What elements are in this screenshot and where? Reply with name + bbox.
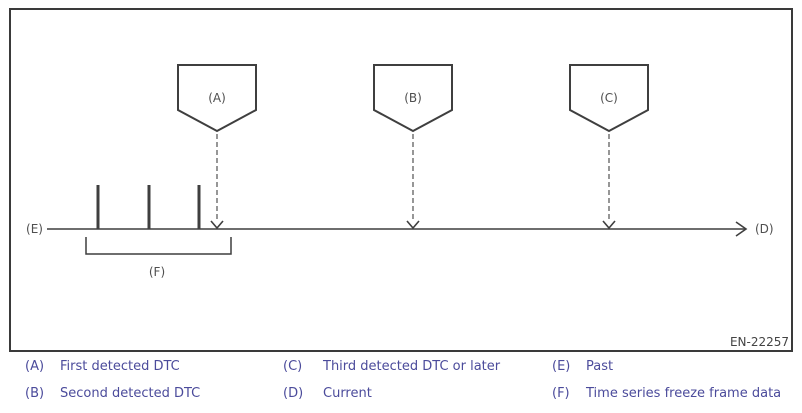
legend-text-b: Second detected DTC — [60, 386, 201, 401]
dtc-marker-c-shape — [569, 64, 649, 133]
legend-item-b: (B) Second detected DTC — [25, 386, 200, 402]
dtc-marker-b-shape — [373, 64, 453, 133]
legend-text-a: First detected DTC — [60, 359, 180, 374]
legend-key-a: (A) — [25, 359, 45, 374]
legend-item-d: (D) Current — [283, 386, 372, 402]
current-label: (D) — [755, 222, 774, 236]
dtc-marker-b-label: (B) — [404, 91, 422, 105]
arrowhead-b — [406, 220, 420, 230]
legend-text-e: Past — [586, 359, 614, 374]
bracket-label: (F) — [149, 265, 165, 279]
dtc-marker-a-shape — [177, 64, 257, 133]
legend-key-c: (C) — [283, 359, 303, 374]
legend-item-f: (F) Time series freeze frame data — [552, 386, 781, 402]
legend-item-e: (E) Past — [552, 359, 613, 375]
figure-code: EN-22257 — [730, 335, 789, 349]
legend-item-a: (A) First detected DTC — [25, 359, 180, 375]
freeze-frame-bracket — [85, 237, 232, 255]
timeline-diagram: (A) (B) (C) (E) (D) (F) EN-22257 — [9, 8, 793, 352]
legend-key-d: (D) — [283, 386, 304, 401]
diagram-border — [9, 8, 793, 352]
legend-text-c: Third detected DTC or later — [323, 359, 501, 374]
dtc-marker-c-label: (C) — [600, 91, 618, 105]
legend-key-e: (E) — [552, 359, 571, 374]
legend-item-c: (C) Third detected DTC or later — [283, 359, 500, 375]
legend-key-b: (B) — [25, 386, 45, 401]
legend-text-d: Current — [323, 386, 372, 401]
past-label: (E) — [26, 222, 43, 236]
dtc-marker-a-label: (A) — [208, 91, 226, 105]
legend-text-f: Time series freeze frame data — [586, 386, 782, 401]
arrowhead-c — [602, 220, 616, 230]
arrowhead-a — [210, 220, 224, 230]
legend-key-f: (F) — [552, 386, 570, 401]
timeline-arrowhead — [735, 221, 748, 237]
